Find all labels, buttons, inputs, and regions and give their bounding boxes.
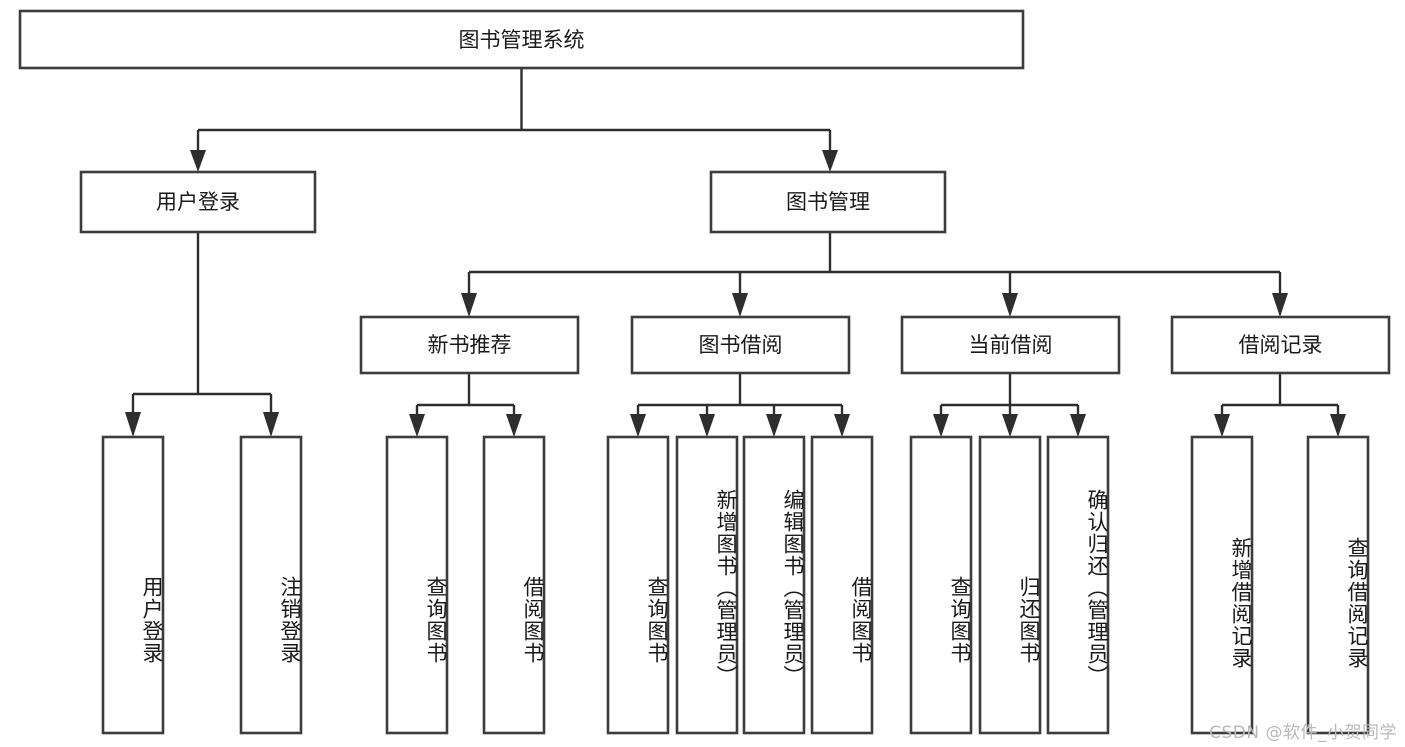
- node-box-leaf-new-book-1[interactable]: [482, 435, 546, 735]
- node-box-current-borrow[interactable]: [900, 315, 1121, 375]
- connectors-borrow-record-to-leaves: [1214, 373, 1346, 437]
- node-box-leaf-new-book-0[interactable]: [385, 435, 449, 735]
- node-label-borrow-record: 借阅记录: [1239, 333, 1323, 357]
- node-box-book-manage[interactable]: [709, 170, 947, 234]
- node-label-user-login: 用户登录: [156, 190, 240, 214]
- connectors-current-borrow-to-leaves: [933, 373, 1086, 437]
- node-box-leaf-current-borrow-1[interactable]: [978, 435, 1042, 735]
- node-box-user-login[interactable]: [79, 170, 317, 234]
- node-box-new-book-recommend[interactable]: [359, 315, 580, 375]
- arrow-borrow-record-l1-icon: [1214, 414, 1230, 437]
- node-box-leaf-book-borrow-0[interactable]: [606, 435, 670, 735]
- connectors-root-to-level2: [190, 68, 838, 172]
- node-label-new-book-recommend: 新书推荐: [428, 333, 512, 357]
- node-box-book-borrow[interactable]: [630, 315, 851, 375]
- connectors-new-book-to-leaves: [409, 373, 522, 437]
- node-label-current-borrow: 当前借阅: [969, 333, 1053, 357]
- arrow-user-login-l1-icon: [125, 412, 141, 437]
- node-label-book-borrow: 图书借阅: [699, 333, 783, 357]
- arrow-book-borrow-l2-icon: [699, 414, 715, 437]
- node-box-borrow-record[interactable]: [1170, 315, 1391, 375]
- connectors-book-manage-to-level3: [461, 232, 1288, 317]
- arrow-to-user-login-icon: [190, 150, 206, 172]
- arrow-book-borrow-l4-icon: [834, 414, 850, 437]
- arrow-to-book-borrow-icon: [732, 293, 748, 317]
- arrow-borrow-record-l2-icon: [1330, 414, 1346, 437]
- arrow-to-borrow-record-icon: [1272, 293, 1288, 317]
- node-box-leaf-user-login-0[interactable]: [101, 435, 165, 735]
- node-box-leaf-user-login-1[interactable]: [239, 435, 303, 735]
- arrow-book-borrow-l3-icon: [766, 414, 782, 437]
- node-box-leaf-borrow-record-1[interactable]: [1306, 435, 1370, 735]
- node-box-leaf-borrow-record-0[interactable]: [1190, 435, 1254, 735]
- arrow-new-book-l1-icon: [409, 414, 425, 437]
- arrow-new-book-l2-icon: [506, 414, 522, 437]
- node-label-root: 图书管理系统: [459, 28, 585, 52]
- watermark-label: CSDN @软件_小贺同学: [1209, 723, 1397, 743]
- arrow-to-current-borrow-icon: [1002, 293, 1018, 317]
- connectors-user-login-to-leaves: [125, 232, 279, 437]
- arrow-book-borrow-l1-icon: [630, 414, 646, 437]
- node-box-leaf-book-borrow-3[interactable]: [810, 435, 874, 735]
- arrow-current-borrow-l2-icon: [1002, 414, 1018, 437]
- arrow-to-book-manage-icon: [822, 150, 838, 172]
- node-box-leaf-current-borrow-2[interactable]: [1046, 435, 1110, 735]
- arrow-current-borrow-l3-icon: [1070, 414, 1086, 437]
- arrow-to-new-book-icon: [461, 293, 477, 317]
- connectors-book-borrow-to-leaves: [630, 373, 850, 437]
- node-box-leaf-book-borrow-2[interactable]: [742, 435, 806, 735]
- arrow-user-login-l2-icon: [263, 412, 279, 437]
- node-box-root[interactable]: [18, 9, 1025, 70]
- arrow-current-borrow-l1-icon: [933, 414, 949, 437]
- node-label-book-manage: 图书管理: [786, 190, 870, 214]
- node-box-leaf-book-borrow-1[interactable]: [675, 435, 739, 735]
- node-box-leaf-current-borrow-0[interactable]: [909, 435, 973, 735]
